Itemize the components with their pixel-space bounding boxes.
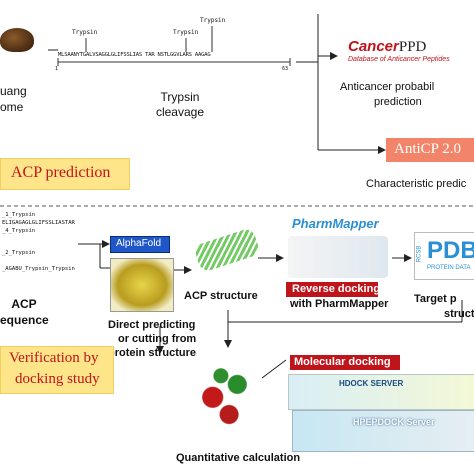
molecular-orbital-image — [184, 350, 266, 436]
direct-predicting-label: Direct predicting or cutting from protei… — [108, 319, 197, 359]
organism-label-2: ome — [0, 100, 24, 114]
peptide-sequence: MLSAANYTGALVSAGGLGLIFSSLIAS TAR NSTLGGVL… — [58, 52, 211, 58]
pharmmapper-logo: PharmMapper — [292, 216, 379, 231]
acp-prediction-box: ACP prediction — [0, 158, 130, 190]
hpepdock-server-banner: HPEPDOCK Server — [292, 410, 474, 452]
characteristic-prediction-label: Characteristic predic — [366, 178, 467, 190]
organism-label-1: uang — [0, 84, 27, 98]
target-protein-label: Target p struct — [414, 293, 474, 320]
with-pharmmapper-label: with PharmMapper — [290, 298, 389, 310]
pdb-logo: RCSB PDB PROTEIN DATA — [414, 232, 474, 280]
mushroom-image — [0, 28, 34, 52]
alphafold-badge: AlphaFold — [110, 236, 170, 253]
anticancer-probability-label: Anticancer probabil prediction — [340, 81, 435, 108]
sequence-end: 63 — [282, 66, 289, 72]
cancerppd-logo: CancerPPD — [348, 38, 427, 55]
sequence-start: 1 — [55, 66, 59, 72]
quantitative-calculation-label: Quantitative calculation — [176, 452, 301, 464]
trypsin-cleavage-label: Trypsin cleavage — [155, 90, 205, 119]
acp-structure-label: ACP structure — [184, 290, 258, 302]
verification-box: Verification by docking study — [0, 346, 114, 394]
cleavage-site-label: Trypsin — [173, 29, 199, 36]
pharmacophore-image — [288, 236, 388, 278]
protein-structure-image — [110, 258, 174, 312]
hdock-server-banner: HDOCK SERVER — [288, 374, 474, 410]
reverse-docking-box: Reverse docking — [286, 282, 380, 297]
anticp-logo: AntiCP 2.0 — [386, 138, 474, 162]
molecular-docking-box: Molecular docking — [290, 355, 400, 370]
cleavage-site-label: Trypsin — [200, 17, 226, 24]
acp-sequence-label: ACP equence — [0, 297, 49, 327]
cleavage-site-label: Trypsin — [72, 29, 98, 36]
cancerppd-subtitle: Database of Anticancer Peptides — [348, 56, 450, 63]
